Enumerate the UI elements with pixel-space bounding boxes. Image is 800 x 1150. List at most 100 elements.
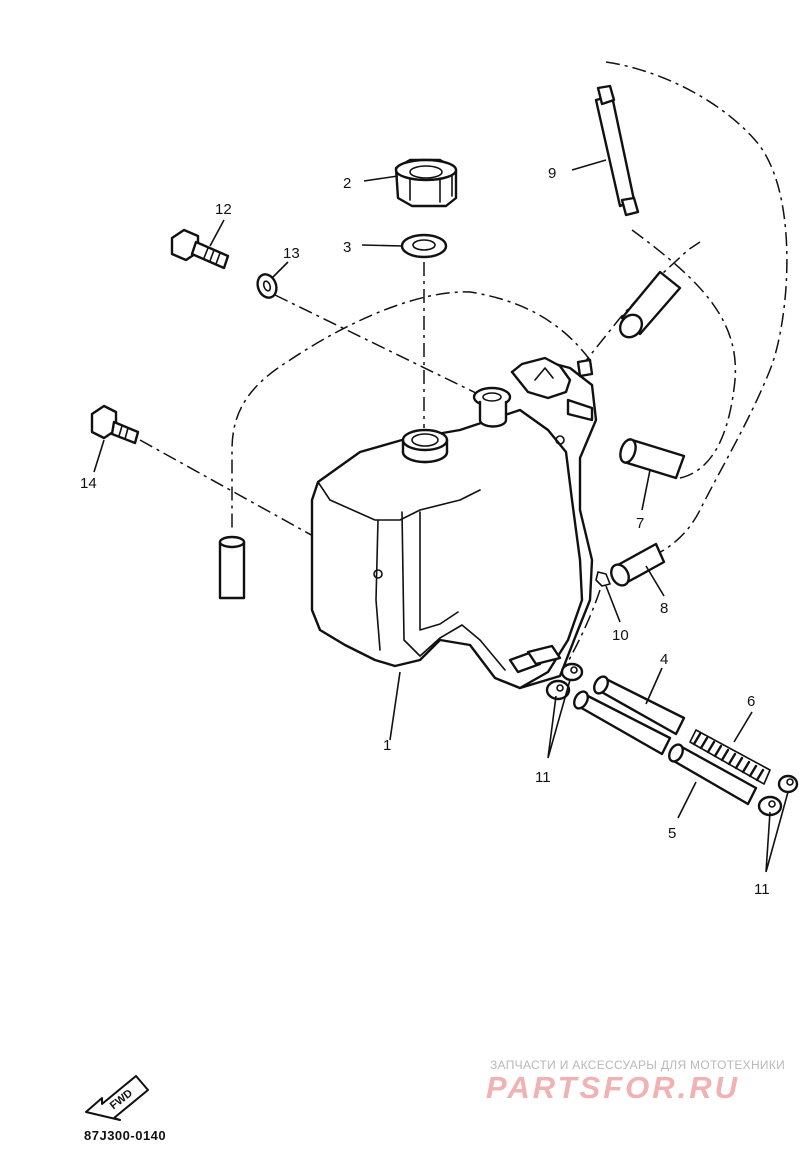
part-14-bolt (90, 404, 140, 445)
leader-11b (765, 791, 789, 873)
watermark-subtitle: ЗАПЧАСТИ И АКСЕССУАРЫ ДЛЯ МОТОТЕХНИКИ (490, 1058, 786, 1072)
part-5-hose (668, 743, 758, 806)
hose-8-end (610, 563, 630, 587)
bolt-12-shank (190, 240, 230, 270)
hose-lower (573, 690, 672, 756)
tank-front-ridge (317, 481, 481, 521)
leader-14 (93, 439, 105, 473)
clamp-11b-upper-hole (786, 778, 794, 786)
hose-route-9 (605, 61, 788, 556)
tank-filler-top (401, 428, 449, 452)
bolt-12-threads (203, 247, 221, 265)
callout-13: 13 (283, 245, 300, 262)
bolt-13-line (274, 294, 481, 396)
left-hose-body (218, 540, 246, 600)
hose-9-bottom-fitting (620, 196, 640, 217)
callout-11a: 11 (535, 769, 551, 786)
spring-6-coils (692, 732, 765, 782)
tank-channel (401, 511, 506, 671)
part-11-clamps-a (545, 662, 584, 701)
leader-4 (645, 667, 663, 705)
hose-9-body (594, 94, 636, 208)
part-10-clip (595, 571, 611, 587)
part-12-bolt (170, 228, 230, 270)
callout-12: 12 (215, 201, 232, 218)
callout-6: 6 (747, 693, 755, 710)
tank-groove (375, 519, 381, 651)
leader-10 (605, 585, 621, 623)
leader-7 (641, 469, 651, 511)
left-hose-top (218, 535, 246, 549)
tank-filler-opening (411, 433, 439, 447)
forward-arrow-icon: FWD (84, 1062, 154, 1127)
tank-tab-hole (534, 367, 554, 381)
short-hose-top (618, 270, 682, 339)
clamp-11a-lower-hole (556, 684, 564, 692)
callout-5: 5 (668, 825, 676, 842)
hose-5-end (668, 743, 684, 763)
hose-route-left (631, 229, 737, 479)
hose-lower-end (573, 690, 589, 710)
part-3-gasket (400, 233, 448, 259)
leader-3 (361, 244, 403, 247)
callout-labels: 1 2 3 4 5 6 7 8 9 10 11 11 12 13 14 (80, 165, 770, 898)
callout-9: 9 (548, 165, 556, 182)
tank-bolt-hole (373, 569, 383, 579)
tank-vent-hole (555, 435, 565, 445)
part-9-hose (594, 84, 640, 217)
leader-lines (93, 159, 789, 873)
diagram-reference-code: 87J300-0140 (84, 1128, 167, 1143)
leader-5 (677, 781, 697, 819)
washer-13-outer (256, 273, 278, 299)
leader-13 (271, 261, 289, 279)
callout-14: 14 (80, 475, 97, 492)
callout-11b: 11 (754, 881, 770, 898)
part-13-washer (256, 273, 278, 299)
part-7-hose (619, 438, 686, 480)
tank-bottom-nipple-b (526, 644, 562, 666)
leader-2 (363, 175, 399, 182)
leader-11a (547, 679, 571, 759)
spring-6-outline (689, 729, 771, 785)
callout-4: 4 (660, 651, 668, 668)
oil-tank (310, 356, 598, 690)
part-6-spring (689, 729, 771, 785)
clip-10-shape (595, 571, 611, 587)
leader-9 (571, 159, 607, 171)
tank-channel-inner (419, 511, 459, 631)
leader-1 (389, 671, 401, 741)
callout-1: 1 (383, 737, 391, 754)
watermark-logo-text: PARTSFOR.RU (486, 1070, 741, 1105)
part-8-hose (610, 542, 666, 587)
callout-2: 2 (343, 175, 351, 192)
clamp-11b-lower-hole (768, 800, 776, 808)
bolt-14-shank (110, 420, 140, 445)
part-2-cap (394, 158, 458, 208)
callout-10: 10 (612, 627, 629, 644)
hose-5-body (670, 744, 758, 806)
hose-route-tank (231, 291, 591, 530)
watermark-logo: PARTSFOR.RU (486, 1070, 786, 1106)
callout-8: 8 (660, 600, 668, 617)
cap-ribs (409, 175, 453, 203)
tank-fitting-hole (482, 392, 502, 402)
tank-mount-tab (510, 356, 572, 400)
cap-top (394, 158, 458, 182)
cap-top-inner (409, 165, 443, 179)
callout-3: 3 (343, 239, 351, 256)
leader-6 (733, 711, 753, 743)
clamp-11a-upper-hole (570, 666, 578, 674)
left-short-hose (218, 535, 246, 600)
leader-12 (209, 219, 225, 247)
hose-7-end (619, 438, 637, 464)
gasket-outer (400, 233, 448, 259)
hose-9-top-fitting (596, 84, 616, 106)
leader-8 (645, 565, 665, 597)
callout-7: 7 (636, 515, 644, 532)
washer-13-inner (262, 280, 272, 292)
part-4-hose (593, 675, 686, 736)
gasket-inner (412, 239, 436, 251)
short-hose-top-end (618, 313, 644, 339)
hose-4-end (593, 675, 609, 695)
tank-side-nipple (566, 398, 594, 422)
